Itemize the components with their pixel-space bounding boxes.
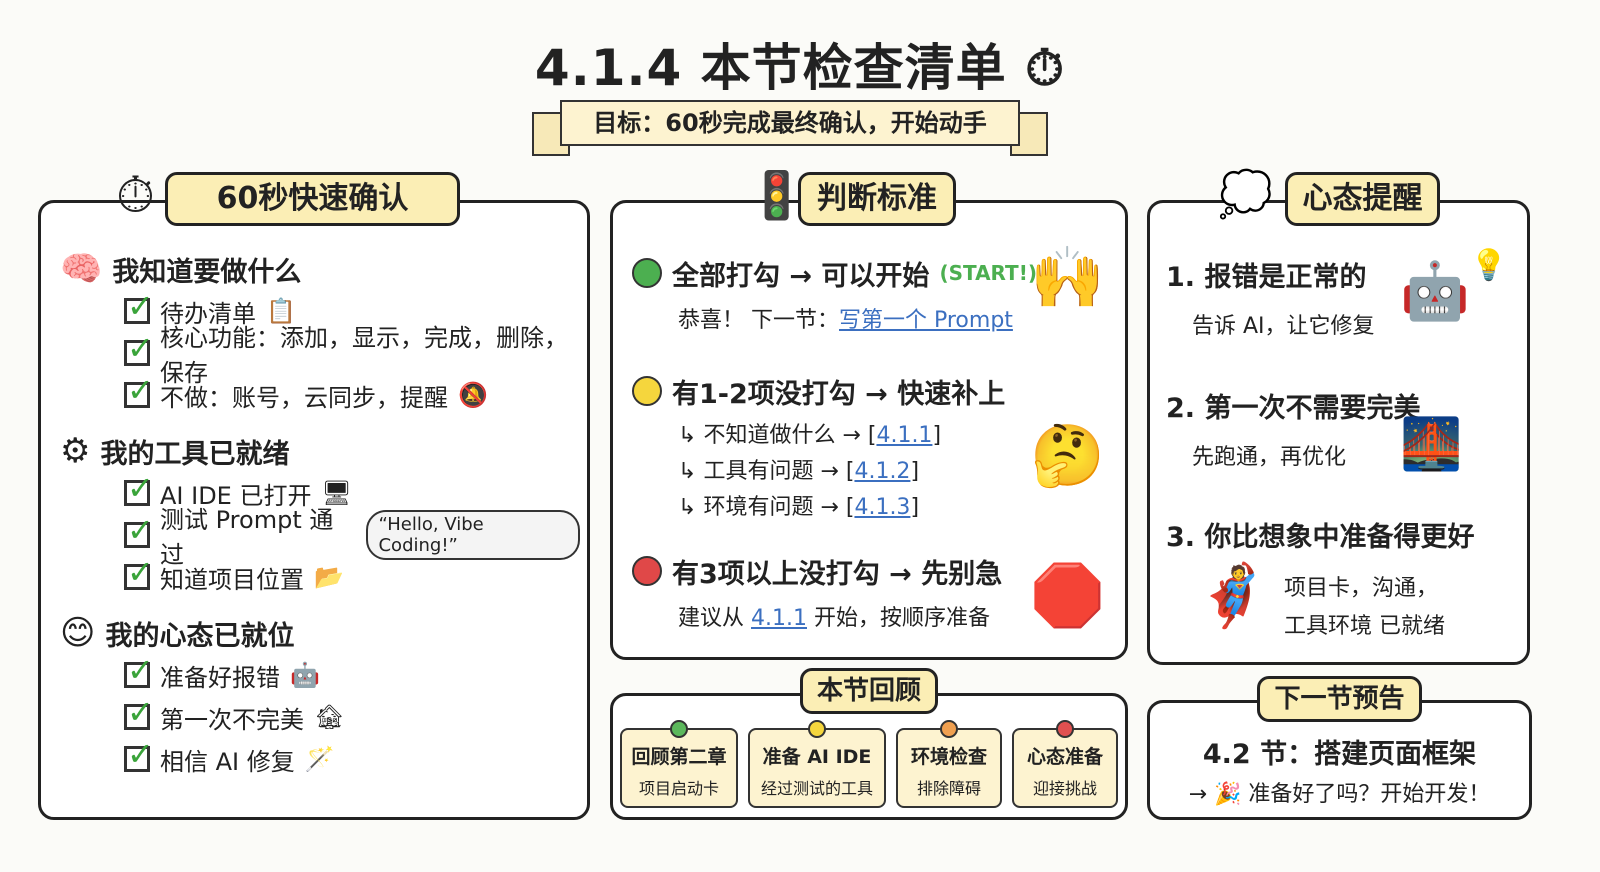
- traffic-light-icon: 🚦: [748, 168, 806, 222]
- cheering-boy-icon: 🙌: [1030, 243, 1105, 313]
- checkbox[interactable]: [124, 693, 154, 731]
- stopwatch-icon: ⏱: [1025, 39, 1066, 97]
- stopwatch-icon: ⏱: [116, 166, 155, 224]
- superhero-icon: 🦸: [1195, 561, 1270, 631]
- robot-icon: 🤖: [1400, 259, 1470, 324]
- checklist-icon: 📋: [266, 297, 296, 325]
- left-groups: 🧠我知道要做什么 待办清单📋 核心功能：添加，显示，完成，删除，保存 不做：账号…: [60, 248, 580, 780]
- fix-item: ↳ 环境有问题 → [4.1.3]: [678, 495, 920, 520]
- criteria-green: 全部打勾 → 可以开始(START!) 恭喜！ 下一节：写第一个 Prompt: [632, 252, 1112, 334]
- group-know: 🧠我知道要做什么 待办清单📋 核心功能：添加，显示，完成，删除，保存 不做：账号…: [60, 248, 580, 416]
- lightbulb-icon: 💡: [1470, 248, 1508, 283]
- group-tools: ⚙我的工具已就绪 AI IDE 已打开🖥 测试 Prompt 通过“Hello,…: [60, 430, 580, 598]
- group-mindset: 😊我的心态已就位 准备好报错🤖 第一次不完美🏚 相信 AI 修复🪄: [60, 612, 580, 780]
- page-title: 4.1.4 本节检查清单 ⏱: [534, 39, 1066, 97]
- review-card: 心态准备迎接挑战: [1012, 720, 1118, 808]
- link-4-1-2[interactable]: 4.1.2: [854, 459, 911, 484]
- checkbox[interactable]: [124, 329, 154, 367]
- checkbox[interactable]: [124, 371, 154, 409]
- mindset-items: 1. 报错是正常的 告诉 AI，让它修复 2. 第一次不需要完美 先跑通，再优化…: [1166, 262, 1475, 639]
- folder-icon: 📂: [314, 563, 344, 591]
- fix-item: ↳ 工具有问题 → [4.1.2]: [678, 459, 920, 484]
- link-4-1-1[interactable]: 4.1.1: [876, 423, 933, 448]
- next-tag: 下一节预告: [1257, 676, 1422, 722]
- red-dot-icon: [632, 556, 662, 586]
- house-icon: 🏚: [314, 703, 345, 731]
- checkbox[interactable]: [124, 287, 154, 325]
- monitor-icon: 🖥: [321, 479, 352, 507]
- thought-cloud-icon: 💭: [1218, 169, 1273, 220]
- review-card: 回顾第二章项目启动卡: [620, 720, 738, 808]
- stop-hand-icon: 🛑: [1030, 561, 1105, 631]
- quick-confirm-tag: 60秒快速确认: [165, 172, 460, 226]
- checkbox[interactable]: [124, 735, 154, 773]
- green-check-icon: [632, 258, 662, 288]
- pin-icon: [670, 720, 688, 738]
- next-section-link[interactable]: 写第一个 Prompt: [839, 308, 1013, 333]
- criteria-red: 有3项以上没打勾 → 先别急 建议从 4.1.1 开始，按顺序准备: [632, 550, 1112, 632]
- speech-bubble: “Hello, Vibe Coding!”: [366, 510, 580, 560]
- gear-wrench-icon: ⚙: [60, 431, 91, 471]
- checkbox[interactable]: [124, 511, 154, 549]
- link-4-1-3[interactable]: 4.1.3: [854, 495, 911, 520]
- pin-icon: [808, 720, 826, 738]
- criteria-tag: 判断标准: [798, 172, 956, 226]
- bridge-icon: 🌉: [1400, 415, 1463, 473]
- pin-icon: [1056, 720, 1074, 738]
- fix-item: ↳ 不知道做什么 → [4.1.1]: [678, 423, 942, 448]
- checkbox[interactable]: [124, 553, 154, 591]
- confused-boy-icon: 🤔: [1030, 421, 1105, 491]
- checkbox[interactable]: [124, 651, 154, 689]
- brain-icon: 🧠: [60, 249, 103, 289]
- robot-icon: 🤖: [290, 661, 320, 689]
- review-card: 环境检查排除障碍: [896, 720, 1002, 808]
- goal-ribbon: 目标：60秒完成最终确认，开始动手: [532, 100, 1048, 156]
- next-title: 4.2 节：搭建页面框架: [1202, 739, 1477, 770]
- checkbox[interactable]: [124, 469, 154, 507]
- smiley-icon: 😊: [60, 613, 96, 653]
- criteria-yellow: 有1-2项没打勾 → 快速补上 ↳ 不知道做什么 → [4.1.1] ↳ 工具有…: [632, 370, 1112, 526]
- yellow-dot-icon: [632, 376, 662, 406]
- bell-off-icon: 🔕: [458, 381, 488, 409]
- review-tag: 本节回顾: [800, 668, 938, 714]
- magic-wand-icon: 🪄: [304, 745, 335, 773]
- link-4-1-1[interactable]: 4.1.1: [751, 606, 807, 631]
- pin-icon: [940, 720, 958, 738]
- mindset-panel: [1147, 200, 1530, 665]
- next-subtitle: → 🎉 准备好了吗？开始开发！: [1188, 782, 1491, 807]
- mindset-tag: 心态提醒: [1285, 172, 1440, 226]
